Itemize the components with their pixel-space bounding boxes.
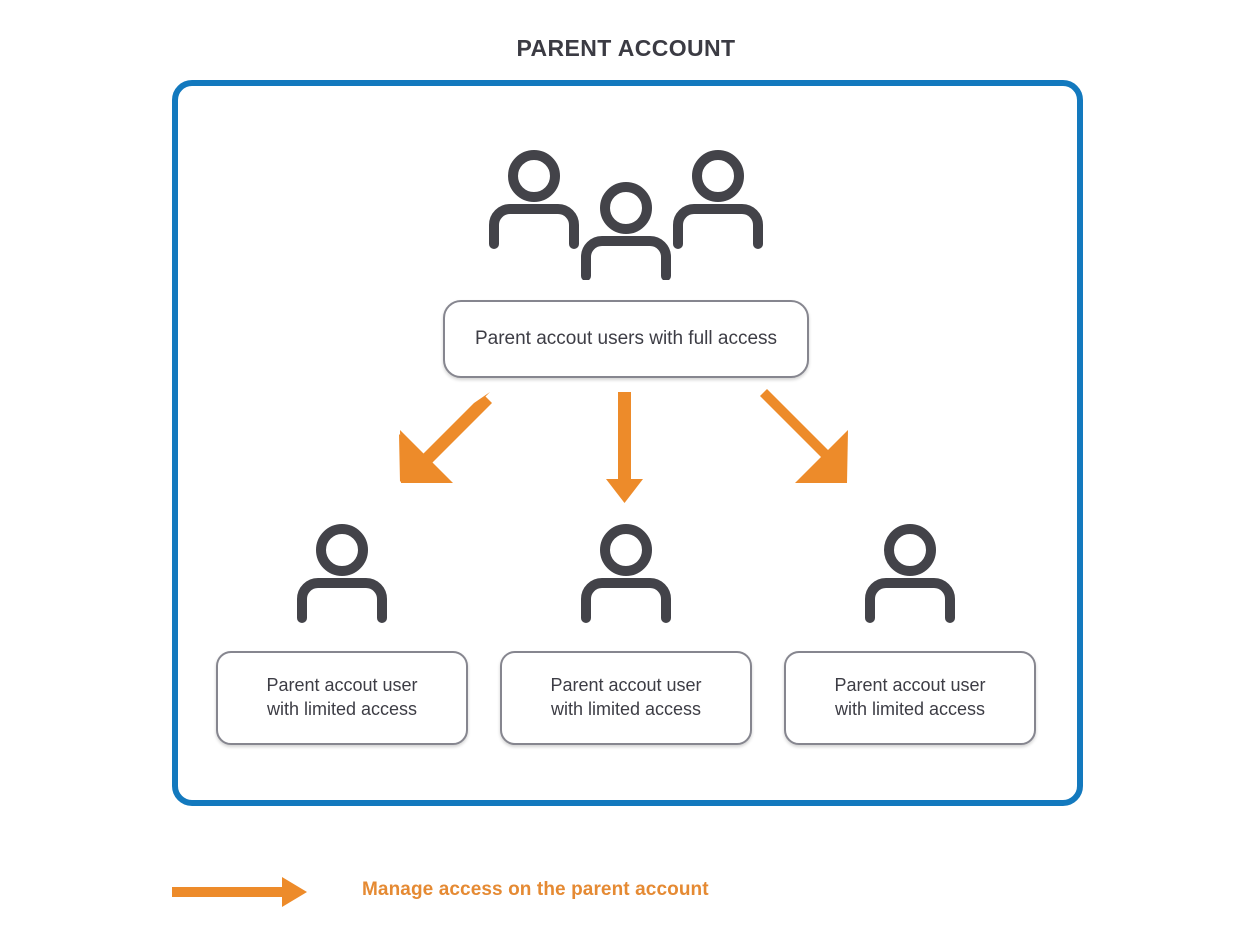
limited-access-box-line1: Parent accout user	[266, 675, 418, 696]
limited-access-box: Parent accout user with limited access	[500, 651, 752, 745]
parent-users-box: Parent accout users with full access	[443, 300, 809, 378]
limited-access-box: Parent accout user with limited access	[216, 651, 468, 745]
person-icon	[574, 518, 678, 623]
parent-users-box-label: Parent accout users with full access	[474, 328, 778, 350]
person-icon	[858, 518, 962, 623]
limited-access-box-line1: Parent accout user	[834, 675, 986, 696]
legend: Manage access on the parent account	[172, 868, 872, 918]
limited-access-box-line2: with limited access	[834, 699, 986, 719]
limited-access-box-line2: with limited access	[550, 699, 702, 719]
limited-access-box-line2: with limited access	[266, 699, 418, 719]
limited-access-box: Parent accout user with limited access	[784, 651, 1036, 745]
page-title: PARENT ACCOUNT	[516, 35, 736, 61]
limited-access-box-line1: Parent accout user	[550, 675, 702, 696]
users-group-icon	[478, 145, 774, 281]
person-icon	[290, 518, 394, 623]
legend-label: Manage access on the parent account	[362, 879, 709, 900]
arrow-right-icon	[172, 868, 312, 916]
